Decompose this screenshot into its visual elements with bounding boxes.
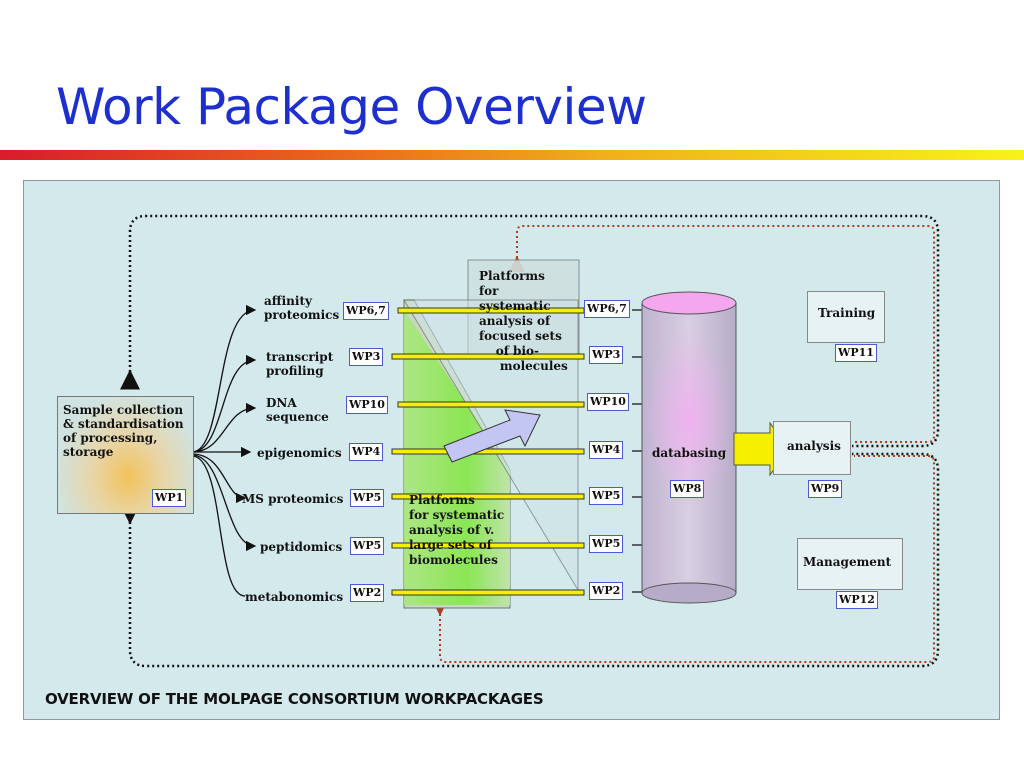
wp-left-badge: WP4 — [349, 443, 384, 461]
databasing-label: databasing — [652, 446, 727, 460]
wp-right-badge: WP2 — [589, 582, 624, 600]
wp-left-badge: WP5 — [350, 537, 385, 555]
technique-label: epigenomics — [257, 446, 342, 460]
wp-left-badge: WP6,7 — [343, 302, 389, 320]
technique-label: MS proteomics — [242, 492, 344, 506]
wp-right-badge: WP4 — [589, 441, 624, 459]
analysis-label: analysis — [787, 439, 841, 453]
wp-left-badge: WP3 — [349, 348, 384, 366]
platform-focused-label: Platforms for systematic analysis of foc… — [479, 269, 568, 373]
wp-left-badge: WP5 — [350, 489, 385, 507]
technique-label: transcript profiling — [266, 350, 334, 378]
fan-out-arrows — [191, 304, 257, 597]
technique-label: affinity proteomics — [264, 294, 340, 322]
wp8-badge: WP8 — [670, 480, 705, 498]
training-box: Training — [807, 291, 885, 343]
technique-label: metabonomics — [245, 590, 344, 604]
platform-arrow — [443, 409, 541, 463]
analysis-box: analysis — [773, 421, 851, 475]
yellow-lanes — [391, 307, 585, 596]
wp-right-badge: WP5 — [589, 535, 624, 553]
sample-collection-label: Sample collection & standardisation of p… — [63, 403, 184, 459]
slide-title: Work Package Overview — [56, 78, 647, 136]
loop-top-black — [120, 214, 940, 448]
technique-label: DNA sequence — [266, 396, 329, 424]
diagram-caption: OVERVIEW OF THE MOLPAGE CONSORTIUM WORKP… — [45, 690, 544, 708]
management-box: Management — [797, 538, 903, 590]
wp12-badge: WP12 — [836, 591, 878, 609]
wp-right-badge: WP3 — [589, 346, 624, 364]
technique-label: peptidomics — [260, 540, 343, 554]
wp-left-badge: WP2 — [350, 584, 385, 602]
management-label: Management — [803, 555, 892, 569]
platform-large-label: Platforms for systematic analysis of v. … — [409, 493, 505, 567]
wp1-badge: WP1 — [152, 489, 187, 507]
loop-bottom-red — [432, 455, 935, 663]
wp-right-badge: WP5 — [589, 487, 624, 505]
wp11-badge: WP11 — [835, 344, 877, 362]
wp-left-badge: WP10 — [346, 396, 388, 414]
sample-collection-box: Sample collection & standardisation of p… — [57, 396, 194, 514]
wp-right-badge: WP6,7 — [584, 300, 630, 318]
training-label: Training — [818, 306, 876, 320]
wp-right-badge: WP10 — [587, 393, 629, 411]
title-gradient-bar — [0, 150, 1024, 160]
wp9-badge: WP9 — [808, 480, 843, 498]
loop-top-red — [509, 225, 935, 443]
database-cylinder — [641, 291, 737, 604]
